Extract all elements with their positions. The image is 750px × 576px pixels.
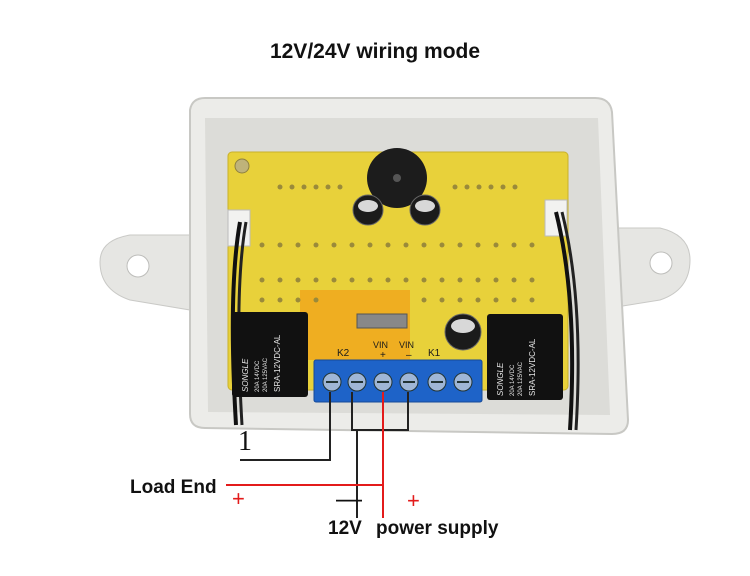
relay-left-rating-2: 20A 125VAC (263, 357, 269, 392)
load-plus-sign: + (232, 486, 245, 511)
silk-vin-2: VIN (399, 340, 414, 350)
pcb-pin-rows (259, 184, 535, 303)
silk-minus: – (406, 350, 412, 361)
capacitor-left-top (358, 200, 378, 212)
mounting-ear-right (609, 227, 691, 309)
terminal-1-label: 1 (238, 426, 252, 457)
voltage-label: 12V (328, 518, 362, 539)
relay-right-rating-2: 20A 125VAC (518, 361, 524, 396)
silk-k2: K2 (337, 348, 350, 359)
buzzer-hole (393, 174, 401, 182)
relay-left (232, 312, 308, 397)
mounting-hole-right (649, 251, 673, 275)
relay-left-rating-1: 20A 14VDC (255, 360, 261, 392)
relay-left-marking: SONGLE 20A 14VDC 20A 125VAC SRA-12VDC-AL (241, 334, 282, 392)
relay-left-brand: SONGLE (241, 358, 250, 392)
mounting-hole-left (126, 254, 150, 278)
relay-right-rating-1: 20A 14VDC (510, 364, 516, 396)
silk-k1: K1 (428, 348, 441, 359)
relay-right-marking: SONGLE 20A 14VDC 20A 125VAC SRA-12VDC-AL (496, 338, 537, 396)
silk-vin-1: VIN (373, 340, 388, 350)
relay-left-model: SRA-12VDC-AL (273, 334, 282, 392)
terminal-block (313, 359, 483, 403)
jumper-pins (356, 313, 408, 329)
wire-terminal-1 (240, 392, 331, 461)
power-supply-label: power supply (376, 518, 499, 539)
capacitor-right-top (451, 319, 475, 333)
silk-plus: + (380, 350, 386, 361)
wire-jumper-bracket (351, 392, 409, 431)
relay-right (487, 314, 563, 400)
terminal-screws (322, 372, 473, 392)
negative-sign: — (336, 483, 362, 513)
supply-plus-sign: + (407, 488, 420, 513)
load-end-label: Load End (130, 477, 217, 498)
capacitor-middle-top (415, 200, 435, 212)
pcb-screw (234, 158, 250, 174)
relay-right-brand: SONGLE (496, 362, 505, 396)
page-title: 12V/24V wiring mode (269, 40, 481, 63)
wire-right-internal (554, 211, 575, 431)
wire-right-internal-2 (560, 211, 580, 431)
relay-right-model: SRA-12VDC-AL (528, 338, 537, 396)
